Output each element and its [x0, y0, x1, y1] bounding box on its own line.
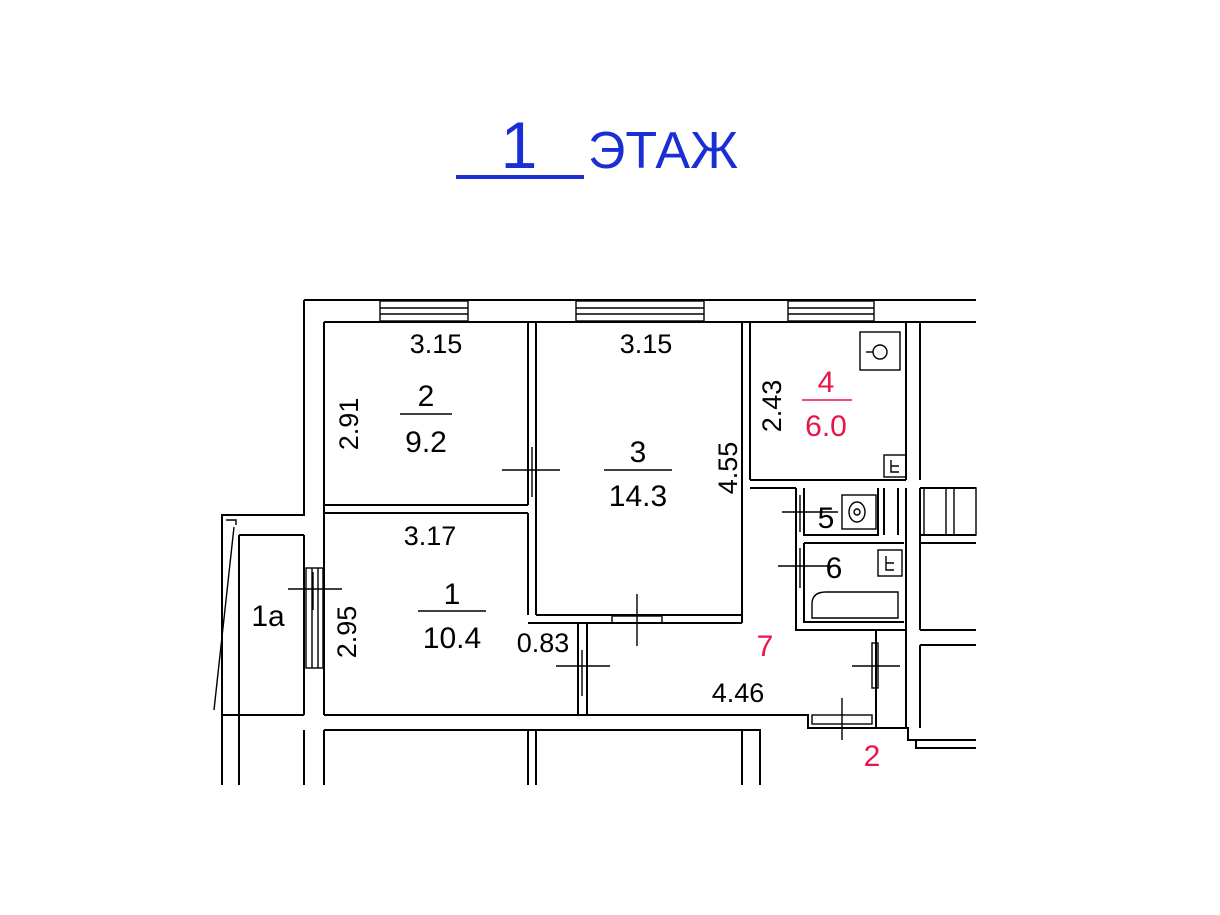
floor-number: 1: [501, 108, 538, 182]
stair-mark: 2: [864, 740, 881, 773]
room-1-area: 10.4: [423, 622, 481, 655]
room-6-number: 6: [826, 552, 843, 585]
room-1a-number: 1а: [251, 600, 285, 633]
balcony-rail: [213, 526, 235, 711]
windows: [213, 300, 875, 711]
dim-room4-depth: 2.43: [757, 380, 787, 433]
dim-room2-width: 3.15: [410, 329, 463, 359]
window-room2: [379, 300, 469, 322]
room-labels: 1а 1 10.4 2 9.2 3 14.3 4 6.0 5 6 7: [251, 366, 852, 663]
dim-room1-width: 3.17: [404, 521, 457, 551]
floor-title: 1 ЭТАЖ: [456, 108, 738, 182]
room-2-area: 9.2: [405, 426, 447, 459]
dim-room2-depth: 2.91: [334, 398, 364, 451]
dim-room3-width: 3.15: [620, 329, 673, 359]
dim-hall-length: 4.46: [712, 678, 765, 708]
doors: [288, 447, 900, 740]
stove-icon: [859, 331, 901, 371]
room-7-number: 7: [757, 630, 774, 663]
window-room4: [787, 300, 875, 322]
dim-room3-depth: 4.55: [713, 442, 743, 495]
window-room3: [575, 300, 705, 322]
window-room1: [305, 567, 324, 669]
toilet-icon: [841, 494, 877, 530]
dim-hall-offset: 0.83: [517, 628, 570, 658]
washbasin-icon: [877, 549, 903, 577]
fixtures: [811, 331, 977, 619]
room-4-number: 4: [818, 366, 835, 399]
room-5-number: 5: [818, 502, 835, 535]
room-1-number: 1: [444, 578, 461, 611]
floor-label: ЭТАЖ: [588, 122, 738, 180]
walls: [221, 299, 976, 785]
dimensions: 3.15 3.15 3.17 0.83 4.46 2.91 4.55 2.43 …: [332, 329, 787, 708]
bathtub-icon: [811, 591, 899, 619]
room-3-area: 14.3: [609, 480, 667, 513]
kitchen-sink-icon: [883, 454, 907, 478]
room-2-number: 2: [418, 380, 435, 413]
dim-room1-depth: 2.95: [332, 606, 362, 659]
room-3-number: 3: [630, 436, 647, 469]
room-4-area: 6.0: [805, 410, 847, 443]
